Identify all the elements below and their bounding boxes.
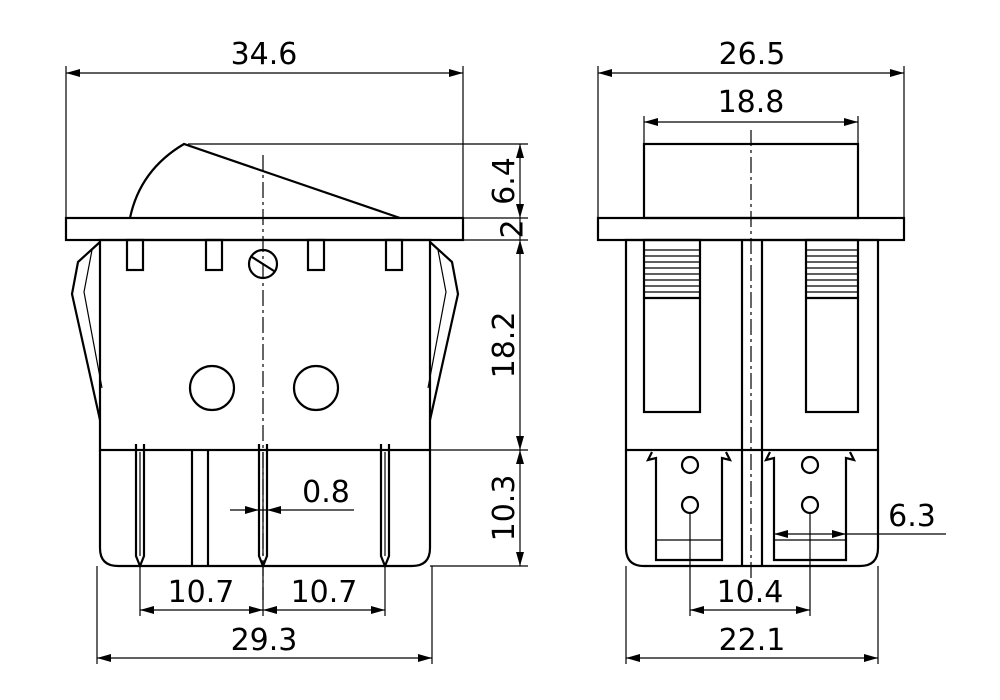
- front-hole-right: [292, 364, 340, 412]
- dim-0-8: 0.8: [302, 475, 350, 510]
- dim-10-4: 10.4: [717, 575, 784, 610]
- front-view: [64, 142, 465, 600]
- side-slot-left: [642, 238, 702, 414]
- dim-2: 2: [496, 219, 531, 238]
- dim-34-6: 34.6: [231, 37, 298, 72]
- side-dimensions: 26.5 18.8 6.3 10.4 22.1: [597, 37, 946, 664]
- dim-26-5: 26.5: [719, 37, 786, 72]
- side-terminal-left: [645, 451, 733, 562]
- dim-29-3: 29.3: [231, 623, 298, 658]
- side-ribbing-right: [806, 249, 858, 293]
- front-right-clip: [428, 241, 460, 421]
- front-left-clip: [70, 241, 102, 421]
- front-slot-2: [204, 238, 224, 272]
- side-view: [596, 130, 906, 600]
- front-base: [98, 450, 432, 568]
- dim-22-1: 22.1: [719, 623, 786, 658]
- side-slot-right: [804, 238, 860, 414]
- side-terminal-right-hole-1: [800, 455, 820, 475]
- dim-10-7-left: 10.7: [168, 575, 235, 610]
- side-terminal-left-hole-1: [680, 455, 700, 475]
- dim-6-3: 6.3: [888, 499, 936, 534]
- side-base: [624, 450, 880, 568]
- side-terminal-right-hole-2: [800, 495, 820, 515]
- dim-6-4: 6.4: [487, 157, 522, 205]
- dim-18-2: 18.2: [487, 312, 522, 379]
- front-hole-left: [188, 364, 236, 412]
- side-terminal-left-hole-2: [680, 495, 700, 515]
- front-dimensions: 34.6 6.4 2 18.2 10.3 0.8 10.7 10.7: [65, 37, 531, 664]
- front-body: [98, 238, 432, 452]
- front-flange: [64, 216, 465, 242]
- front-rocker: [128, 142, 401, 220]
- front-left-clip-inner: [83, 249, 103, 389]
- dim-10-3: 10.3: [487, 475, 522, 542]
- side-body: [624, 238, 880, 452]
- dim-18-8: 18.8: [718, 85, 785, 120]
- front-right-clip-inner: [427, 249, 447, 389]
- front-slot-4: [384, 238, 404, 272]
- front-slot-1: [125, 238, 145, 272]
- side-ribbing-left: [644, 249, 700, 293]
- front-slot-3: [306, 238, 326, 272]
- dim-10-7-right: 10.7: [291, 575, 358, 610]
